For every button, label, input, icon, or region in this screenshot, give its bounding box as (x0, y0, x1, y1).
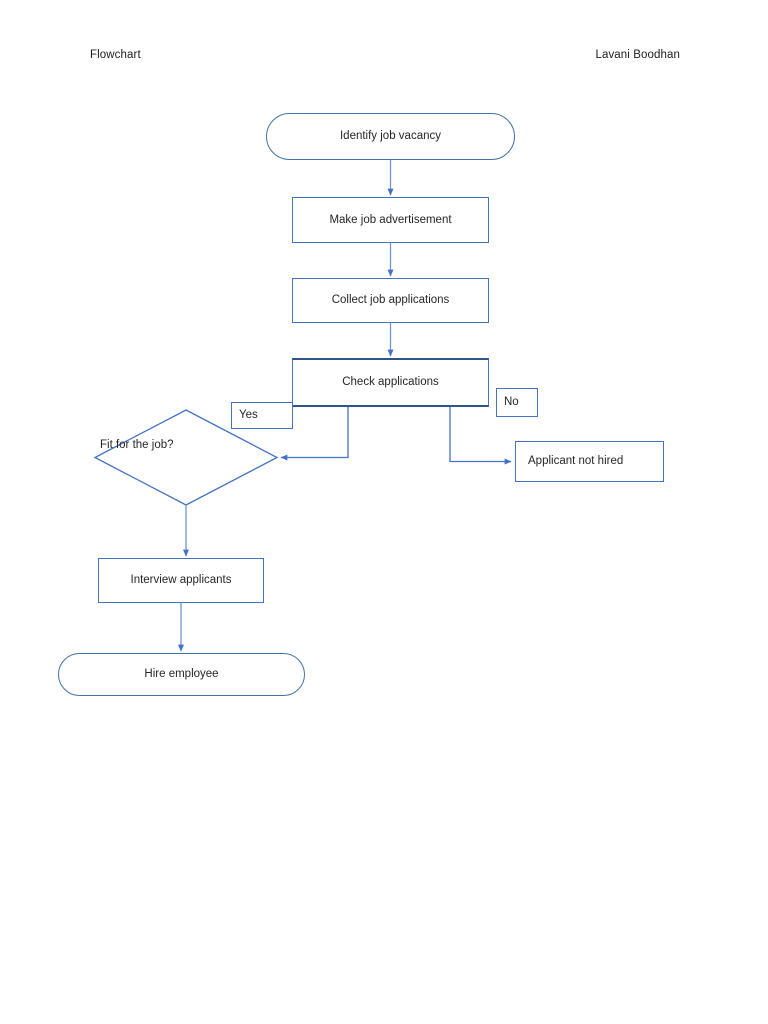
decision-label-text: Fit for the job? (100, 439, 174, 451)
node-hire-employee[interactable]: Hire employee (58, 653, 305, 696)
header-title: Flowchart (90, 49, 141, 61)
edge-label-no[interactable]: No (496, 388, 538, 417)
node-label: Make job advertisement (329, 213, 452, 226)
node-label: Collect job applications (331, 294, 450, 307)
node-applicant-not-hired[interactable]: Applicant not hired (515, 441, 664, 482)
node-label: Hire employee (144, 668, 219, 681)
node-label: Applicant not hired (528, 455, 624, 468)
node-decision-label: Fit for the job? (100, 438, 190, 453)
node-collect-job-applications[interactable]: Collect job applications (292, 278, 489, 323)
page-header: Flowchart Lavani Boodhan (90, 45, 680, 65)
header-author: Lavani Boodhan (595, 49, 680, 61)
edge-label-text: Yes (239, 409, 258, 422)
edge-label-yes[interactable]: Yes (231, 402, 293, 429)
node-identify-job-vacancy[interactable]: Identify job vacancy (266, 113, 515, 160)
node-label: Check applications (342, 376, 439, 389)
edge-label-text: No (504, 396, 519, 409)
node-label: Identify job vacancy (339, 130, 441, 143)
node-make-job-advertisement[interactable]: Make job advertisement (292, 197, 489, 243)
node-check-applications[interactable]: Check applications (292, 358, 489, 407)
node-label: Interview applicants (130, 574, 232, 587)
node-interview-applicants[interactable]: Interview applicants (98, 558, 264, 603)
